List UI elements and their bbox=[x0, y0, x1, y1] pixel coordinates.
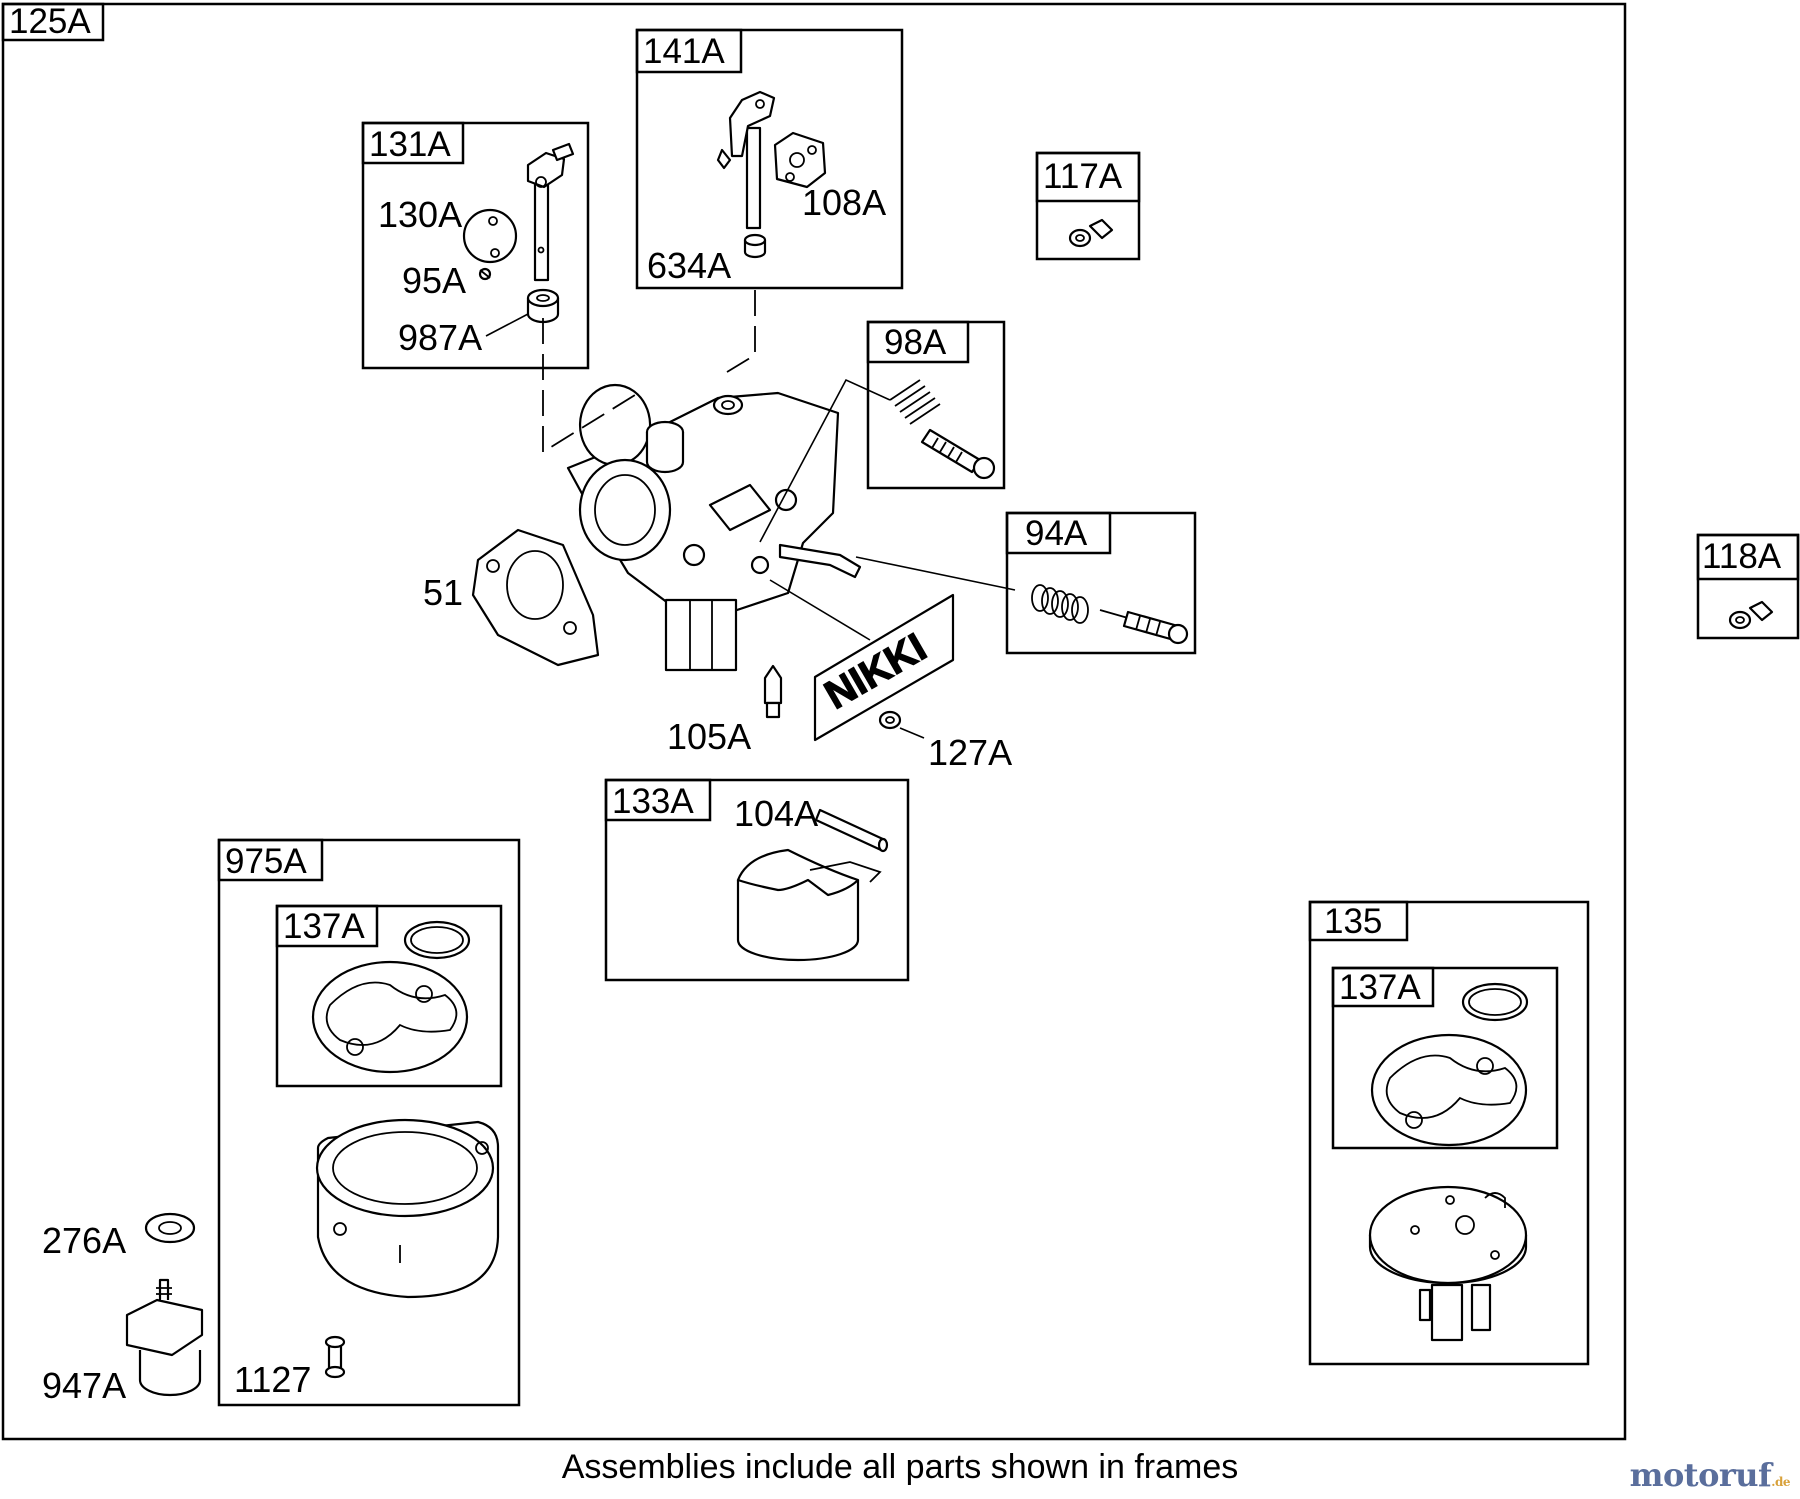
part-118A-fitting bbox=[1728, 600, 1774, 630]
watermark-brand: motoruf bbox=[1629, 1456, 1772, 1494]
part-127A-ring bbox=[878, 710, 902, 730]
part-98A-screw bbox=[920, 428, 996, 480]
part-947A-solenoid bbox=[125, 1278, 204, 1397]
label-130A: 130A bbox=[378, 194, 462, 235]
part-105A-needle bbox=[763, 664, 783, 719]
carburetor-body bbox=[566, 383, 862, 672]
frame-141A: 141A 108A 634A bbox=[635, 28, 904, 290]
frame-117A-tag: 117A bbox=[1043, 157, 1123, 196]
frame-975A-137A-tag: 137A bbox=[283, 907, 365, 946]
frame-94A-tag: 94A bbox=[1025, 514, 1088, 553]
frame-975A-tag: 975A bbox=[225, 842, 307, 881]
label-947A: 947A bbox=[42, 1365, 126, 1406]
part-94A-spring bbox=[1031, 584, 1089, 624]
label-276A: 276A bbox=[42, 1220, 126, 1261]
label-127A: 127A bbox=[928, 732, 1012, 773]
frame-131A-tag: 131A bbox=[369, 125, 451, 164]
part-95A-screw bbox=[478, 267, 492, 281]
frame-975A: 975A 137A bbox=[217, 838, 521, 1407]
diagram-caption: Assemblies include all parts shown in fr… bbox=[561, 1448, 1239, 1486]
part-104A-pin bbox=[814, 808, 889, 853]
frame-118A-tag: 118A bbox=[1702, 537, 1782, 576]
part-130A-plate bbox=[462, 208, 518, 264]
part-51-gasket bbox=[471, 528, 600, 667]
assembly-leaders bbox=[542, 290, 1016, 641]
part-987A-bushing bbox=[526, 288, 560, 324]
part-1127-screw bbox=[324, 1335, 346, 1379]
part-137A-oring bbox=[403, 920, 471, 960]
frame-135: 135 137A bbox=[1308, 900, 1590, 1366]
frame-98A-tag: 98A bbox=[884, 323, 947, 362]
label-634A: 634A bbox=[647, 245, 731, 286]
part-634A-seal bbox=[743, 233, 767, 259]
frame-141A-tag: 141A bbox=[643, 32, 725, 71]
frame-135-137A: 137A bbox=[1331, 966, 1559, 1150]
part-141A-throttle-shaft bbox=[716, 90, 776, 230]
label-987A: 987A bbox=[398, 317, 482, 358]
part-108A-gasket bbox=[773, 131, 827, 189]
part-975A-float-bowl bbox=[315, 1118, 500, 1299]
part-276A-washer bbox=[144, 1212, 196, 1244]
part-135-137A-oring bbox=[1461, 982, 1529, 1022]
watermark-logo: motoruf.de bbox=[1629, 1456, 1791, 1494]
frame-975A-137A: 137A bbox=[275, 904, 503, 1088]
part-98A-spring bbox=[889, 379, 941, 425]
frame-125A-tag: 125A bbox=[9, 2, 91, 41]
label-108A: 108A bbox=[802, 182, 886, 223]
part-94A-needle bbox=[1099, 609, 1189, 645]
frame-133A: 133A 104A bbox=[604, 778, 910, 982]
part-117A-fitting bbox=[1068, 218, 1114, 248]
label-105A: 105A bbox=[667, 716, 751, 757]
label-95A: 95A bbox=[402, 260, 466, 301]
frame-118A: 118A bbox=[1696, 533, 1800, 640]
part-131A-shaft bbox=[526, 142, 575, 282]
frame-131A: 131A 130A 95A 987A bbox=[361, 121, 590, 370]
part-137A-gasket bbox=[311, 960, 469, 1074]
label-104A: 104A bbox=[734, 793, 818, 834]
frame-117A: 117A bbox=[1035, 151, 1141, 261]
label-1127: 1127 bbox=[234, 1359, 311, 1400]
label-51: 51 bbox=[423, 572, 463, 613]
part-133A-float bbox=[736, 848, 882, 962]
part-135-bowl-plate bbox=[1368, 1185, 1528, 1342]
watermark-suffix: .de bbox=[1771, 1475, 1790, 1489]
frame-94A: 94A bbox=[1005, 511, 1197, 655]
frame-135-tag: 135 bbox=[1324, 902, 1382, 941]
frame-125A: 125A bbox=[1, 2, 1627, 1441]
frame-98A: 98A bbox=[866, 320, 1006, 490]
frame-135-137A-tag: 137A bbox=[1339, 968, 1421, 1007]
frame-133A-tag: 133A bbox=[612, 782, 694, 821]
part-135-137A-gasket bbox=[1370, 1033, 1528, 1147]
